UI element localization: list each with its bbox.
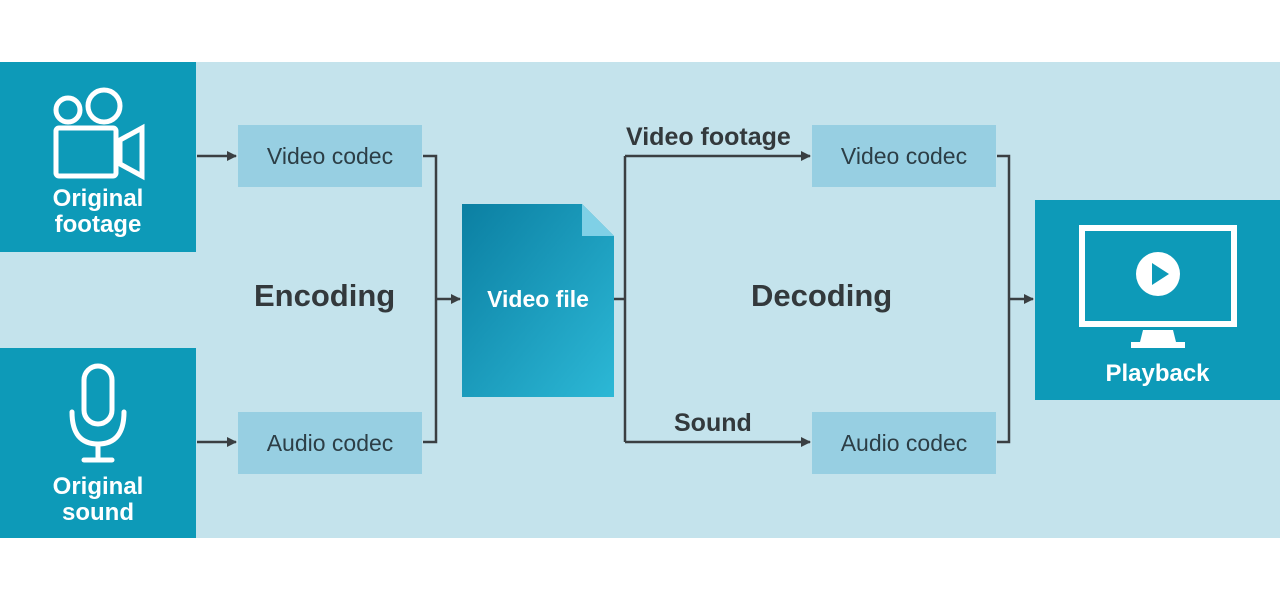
decode-video-codec: Video codec (812, 125, 996, 187)
original-footage-node: Original footage (0, 62, 196, 252)
encode-audio-codec: Audio codec (238, 412, 422, 474)
playback-node: Playback (1035, 200, 1280, 400)
microphone-icon (69, 363, 127, 463)
encoding-label: Encoding (254, 278, 396, 313)
original-sound-label-1: Original (52, 473, 144, 500)
original-sound-node: Original sound (0, 348, 196, 538)
playback-label: Playback (1105, 360, 1210, 387)
video-camera-icon (53, 87, 145, 181)
encode-video-codec: Video codec (238, 125, 422, 187)
original-footage-label-1: Original (52, 185, 144, 212)
decode-audio-codec: Audio codec (812, 412, 996, 474)
video-file-node: Video file (462, 204, 614, 397)
decoding-label: Decoding (751, 278, 893, 313)
original-sound-label-2: sound (62, 499, 134, 526)
original-footage-label-2: footage (54, 211, 142, 238)
path-video-footage-label: Video footage (626, 123, 791, 151)
monitor-play-icon (1079, 225, 1237, 348)
document-icon (462, 204, 614, 397)
path-sound-label: Sound (674, 409, 752, 437)
video-file-label: Video file (487, 286, 589, 312)
